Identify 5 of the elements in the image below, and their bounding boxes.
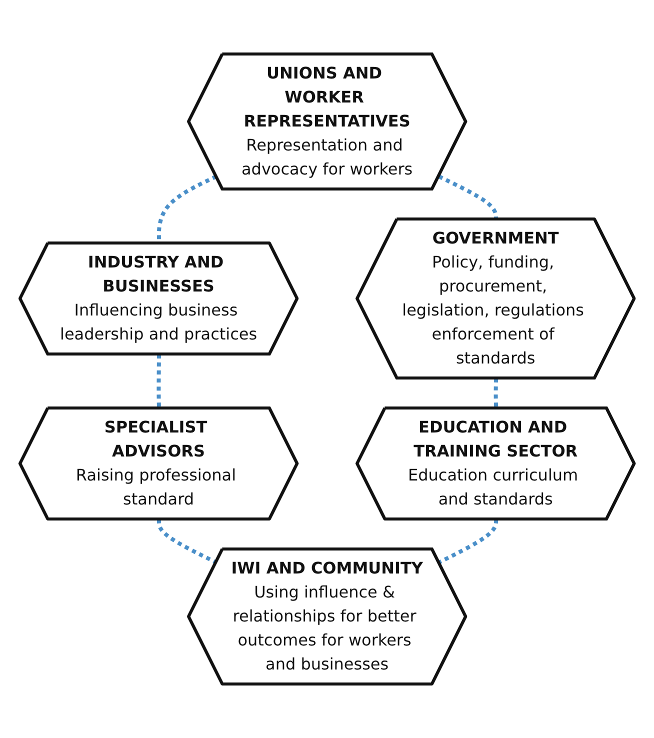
- connector: [438, 519, 498, 564]
- connector: [156, 354, 161, 409]
- connector: [494, 378, 498, 409]
- connector: [438, 174, 498, 220]
- connector: [156, 519, 218, 564]
